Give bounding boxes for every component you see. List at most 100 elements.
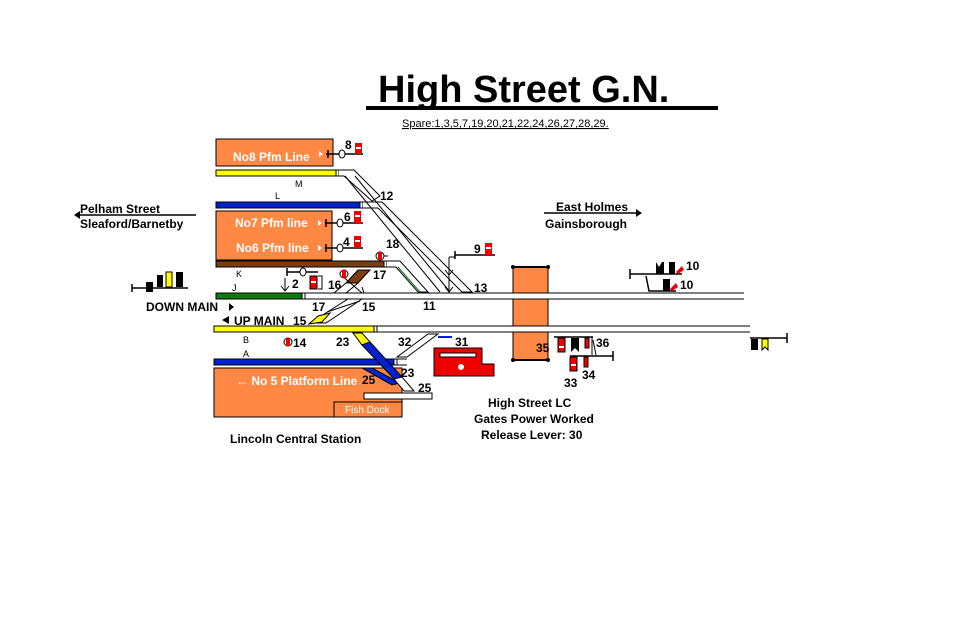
lever-10-label-a: 10 [686, 259, 700, 273]
down-arrow-icon [280, 285, 290, 292]
crossover-12-upper [339, 169, 381, 202]
platform-no5-label: ← No 5 Platform Line [236, 374, 358, 388]
signal-arm-black-icon [157, 275, 163, 287]
track-l-joint [359, 201, 364, 209]
ground-signal-red-bar [342, 270, 346, 278]
track-a [213, 358, 395, 366]
signal-6[interactable]: 6 [325, 210, 363, 228]
track-j-label: J [232, 283, 237, 293]
track-k-turnout [387, 260, 430, 293]
up-main-joint [373, 325, 378, 333]
platform-no8 [215, 138, 334, 167]
platform-no7-no6 [215, 210, 333, 261]
platform-no8-label: No8 Pfm Line [233, 150, 310, 164]
gate-post-icon [546, 358, 550, 362]
lc-label-line3: Release Lever: 30 [481, 428, 583, 442]
track-k [215, 260, 385, 268]
level-crossing[interactable]: 35 [511, 265, 550, 362]
arrow-right-icon [636, 209, 642, 217]
arrow-left-icon [74, 211, 80, 219]
track-a-label: A [243, 349, 249, 359]
track-m-joint [335, 169, 340, 177]
signal-group-33-34-36[interactable]: 36 33 34 [554, 336, 614, 390]
crossover-12-line-a [354, 175, 451, 293]
lever-32-label: 32 [398, 335, 412, 349]
track-j-joint [301, 292, 306, 300]
ground-signal-18[interactable]: 18 [375, 237, 400, 261]
ground-signal-red-bar [286, 338, 290, 346]
lever-15-label-b: 15 [362, 300, 376, 314]
platform-no7-arrow-icon [318, 220, 322, 226]
signal-gantry-west[interactable] [131, 271, 188, 292]
signal-arm-yellow-icon [761, 338, 769, 352]
signal-36-bracket-diag [592, 339, 597, 356]
crossover-32 [395, 333, 440, 358]
destination-west: Pelham Street Sleaford/Barnetby [74, 202, 196, 231]
signal-10[interactable]: 10 10 [629, 259, 700, 292]
signal-8[interactable]: 8 [326, 138, 363, 159]
lever-2-label: 2 [292, 277, 299, 291]
crossover-15-yellow [307, 312, 332, 325]
crossover-17-brown [344, 269, 372, 284]
lc-road-middle [512, 298, 549, 327]
down-arrow-icon [444, 269, 454, 276]
signal-stripe [559, 346, 564, 348]
destination-sleaford-barnetby: Sleaford/Barnetby [80, 217, 184, 231]
track-l-label: L [275, 191, 280, 201]
crossover-17-line-b [345, 282, 359, 294]
signal-9[interactable]: 9 [444, 242, 495, 293]
track-m-label: M [295, 179, 303, 189]
lever-12-label: 12 [380, 189, 394, 203]
track-m [215, 169, 337, 177]
fish-dock [333, 401, 403, 418]
signal-35-arm-icon [557, 337, 566, 353]
signal-box-building [433, 347, 495, 377]
signal-lamp-icon [338, 149, 346, 159]
lc-label-line1: High Street LC [488, 396, 572, 410]
signal-arm-black-icon [669, 262, 675, 274]
station-label: Lincoln Central Station [230, 432, 361, 446]
signal-arm-black-icon [176, 272, 183, 287]
signal-4-stripe [355, 240, 360, 242]
down-main-label: DOWN MAIN [146, 300, 218, 314]
lever-17-label-b: 17 [312, 300, 326, 314]
ground-signal-red-bar [378, 252, 382, 260]
track-a-joint [393, 358, 398, 366]
ground-signal-16[interactable]: 16 [328, 269, 349, 292]
spare-levers-note: Spare:1,3,5,7,19,20,21,22,24,26,27,28,29… [402, 118, 609, 130]
platform-no8-arrow-icon [319, 151, 323, 157]
trap-16-arrow-icon [356, 286, 365, 294]
lever-17-label-a: 17 [373, 268, 387, 282]
lever-36-label: 36 [596, 336, 610, 350]
track-k-joint [383, 260, 388, 268]
destination-pelham-street: Pelham Street [80, 202, 160, 216]
signal-8-stripe [356, 147, 361, 149]
signal-34-arm-icon [583, 356, 589, 368]
lever-23-label-b: 23 [401, 366, 415, 380]
crossover-13-diagonal [363, 201, 474, 293]
signal-box-31[interactable]: 31 [433, 335, 495, 377]
signal-9-stripe [486, 247, 491, 249]
signal-lamp-icon [336, 218, 344, 228]
signal-2[interactable]: 2 [280, 267, 323, 292]
ground-signal-14[interactable]: 14 [283, 336, 307, 350]
signal-2-bracket [318, 275, 323, 290]
signal-lamp-icon [336, 243, 344, 253]
crossover-25-end [393, 376, 416, 392]
platform-no7-label: No7 Pfm line [235, 216, 308, 230]
lever-14-label: 14 [293, 336, 307, 350]
lever-25-label-b: 25 [418, 381, 432, 395]
track-j [215, 292, 303, 300]
crossover-17-line-a [333, 282, 347, 294]
signal-4[interactable]: 4 [325, 235, 363, 253]
lever-16-label: 16 [328, 278, 342, 292]
destination-east: East Holmes Gainsborough [544, 200, 642, 231]
signal-gantry-east[interactable] [750, 333, 788, 352]
diagram-title: High Street G.N. [378, 69, 669, 111]
lever-13-label: 13 [474, 281, 488, 295]
platform-no6-arrow-icon [318, 245, 322, 251]
signal-stripe [571, 364, 576, 366]
lever-33-label: 33 [564, 376, 578, 390]
track-k-turnout-green [397, 266, 421, 293]
lever-11-label: 11 [423, 299, 436, 313]
